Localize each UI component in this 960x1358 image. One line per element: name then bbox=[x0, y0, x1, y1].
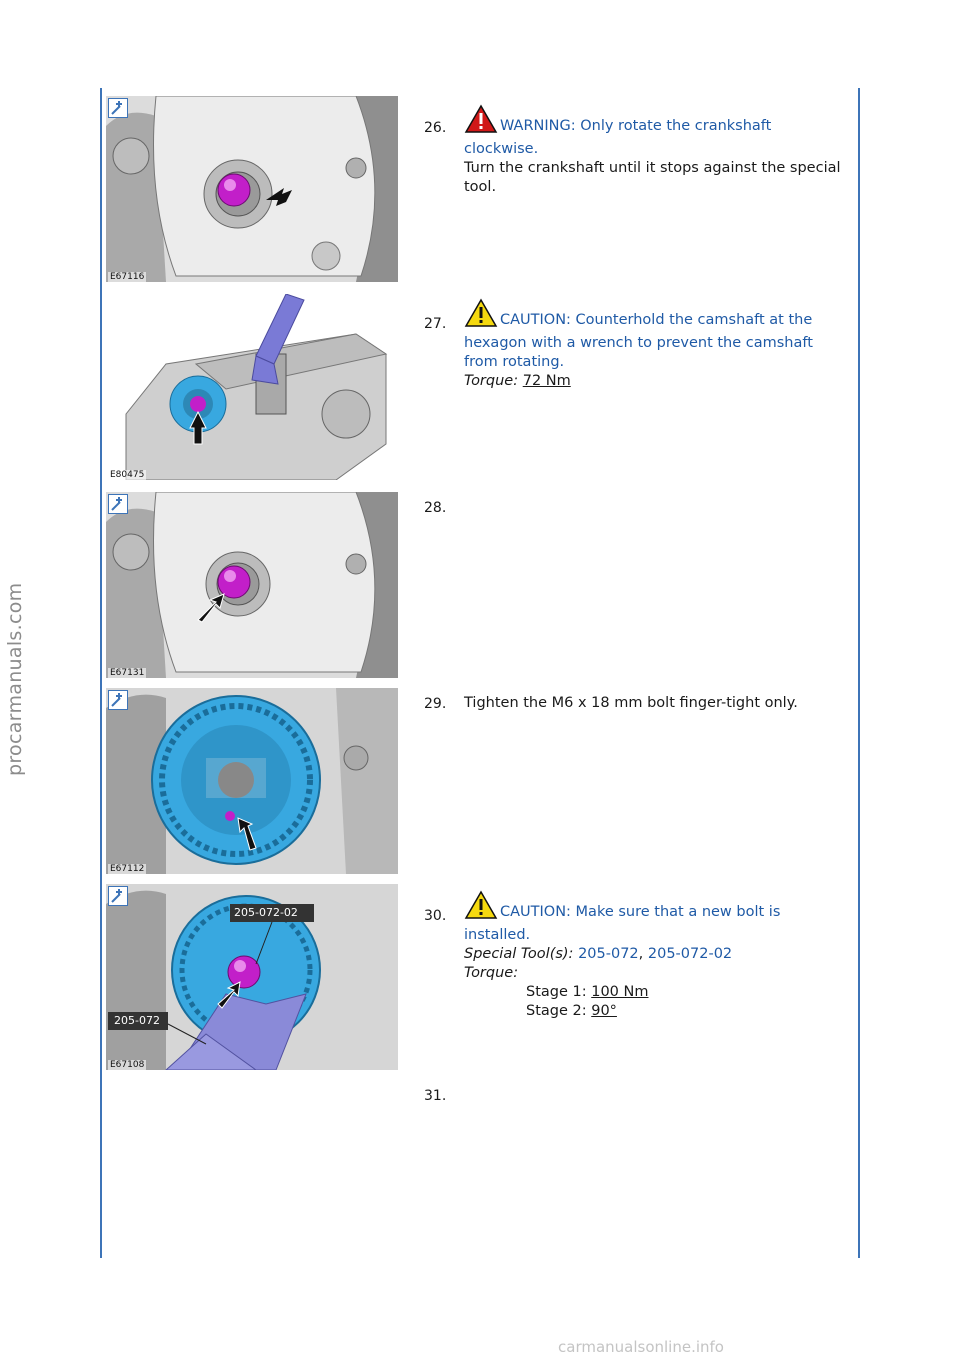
step-body: Tighten the M6 x 18 mm bolt finger-tight… bbox=[464, 695, 798, 711]
stage-label: Stage 1: bbox=[526, 984, 587, 1000]
warning-triangle-icon bbox=[464, 104, 498, 140]
figure-code: E67116 bbox=[108, 272, 147, 282]
torque-value[interactable]: 72 Nm bbox=[522, 373, 571, 389]
step-instructions: CAUTION: Counterhold the camshaft at the… bbox=[464, 298, 844, 391]
step-number: 31. bbox=[424, 1088, 447, 1104]
stage-label: Stage 2: bbox=[526, 1003, 587, 1019]
torque-stage-2: Stage 2: 90° bbox=[464, 1002, 844, 1021]
caution-text: CAUTION: Counterhold the camshaft at the… bbox=[464, 312, 813, 370]
tool-label-205-072: 205-072 bbox=[114, 1014, 160, 1027]
stage-value[interactable]: 90° bbox=[591, 1003, 617, 1019]
footer-watermark: carmanualsonline.info bbox=[558, 1338, 724, 1356]
zoom-icon[interactable] bbox=[108, 494, 128, 514]
warning-text: WARNING: Only rotate the crankshaft cloc… bbox=[464, 118, 772, 157]
step-instructions: Tighten the M6 x 18 mm bolt finger-tight… bbox=[464, 694, 864, 713]
crankshaft-bolt-illustration bbox=[106, 492, 398, 678]
step-instructions: WARNING: Only rotate the crankshaft cloc… bbox=[464, 104, 844, 197]
stage-value[interactable]: 100 Nm bbox=[591, 984, 649, 1000]
torque-line: Torque: 72 Nm bbox=[464, 372, 844, 391]
special-tool-torque-illustration bbox=[106, 884, 398, 1070]
step-number: 28. bbox=[424, 500, 447, 516]
figure-code: E67112 bbox=[108, 864, 147, 874]
zoom-icon[interactable] bbox=[108, 886, 128, 906]
caution-note: CAUTION: Counterhold the camshaft at the… bbox=[464, 298, 844, 372]
figure-code: E80475 bbox=[108, 470, 147, 480]
caution-text: CAUTION: Make sure that a new bolt is in… bbox=[464, 904, 781, 943]
step-instructions: CAUTION: Make sure that a new bolt is in… bbox=[464, 890, 844, 1021]
caution-triangle-icon bbox=[464, 890, 498, 926]
tool-callout-box bbox=[230, 904, 314, 922]
special-tool-link[interactable]: 205-072 bbox=[578, 946, 639, 962]
special-tools-line: Special Tool(s): 205-072, 205-072-02 bbox=[464, 945, 844, 964]
torque-stage-1: Stage 1: 100 Nm bbox=[464, 983, 844, 1002]
step-number: 29. bbox=[424, 696, 447, 712]
figure-code: E67108 bbox=[108, 1060, 147, 1070]
zoom-icon[interactable] bbox=[108, 98, 128, 118]
zoom-icon[interactable] bbox=[108, 690, 128, 710]
warning-note: WARNING: Only rotate the crankshaft cloc… bbox=[464, 104, 844, 159]
side-watermark: procarmanuals.com bbox=[4, 582, 26, 776]
step-number: 27. bbox=[424, 316, 447, 332]
special-tools-label: Special Tool(s): bbox=[464, 946, 574, 962]
torque-label: Torque: bbox=[464, 373, 519, 389]
tool-separator: , bbox=[638, 946, 648, 962]
crankshaft-sensor-ring-illustration bbox=[106, 688, 398, 874]
step-30-figure[interactable]: 205-072-02 205-072 E67108 bbox=[106, 884, 398, 1070]
tool-label-205-072-02: 205-072-02 bbox=[234, 906, 298, 919]
right-margin-rule bbox=[858, 88, 860, 1258]
step-28-figure[interactable]: E67131 bbox=[106, 492, 398, 678]
crankshaft-pulley-illustration bbox=[106, 96, 398, 282]
step-26-figure[interactable]: E67116 bbox=[106, 96, 398, 282]
caution-triangle-icon bbox=[464, 298, 498, 334]
step-body: Turn the crankshaft until it stops again… bbox=[464, 160, 841, 195]
caution-note: CAUTION: Make sure that a new bolt is in… bbox=[464, 890, 844, 945]
camshaft-counterhold-illustration bbox=[106, 294, 398, 480]
step-27-figure[interactable]: E80475 bbox=[106, 294, 398, 480]
figure-code: E67131 bbox=[108, 668, 147, 678]
left-margin-rule bbox=[100, 88, 102, 1258]
step-number: 26. bbox=[424, 120, 447, 136]
torque-label: Torque: bbox=[464, 965, 519, 981]
tool-callout-box bbox=[108, 1012, 168, 1030]
step-number: 30. bbox=[424, 908, 447, 924]
special-tool-link[interactable]: 205-072-02 bbox=[647, 946, 733, 962]
step-29-figure[interactable]: E67112 bbox=[106, 688, 398, 874]
